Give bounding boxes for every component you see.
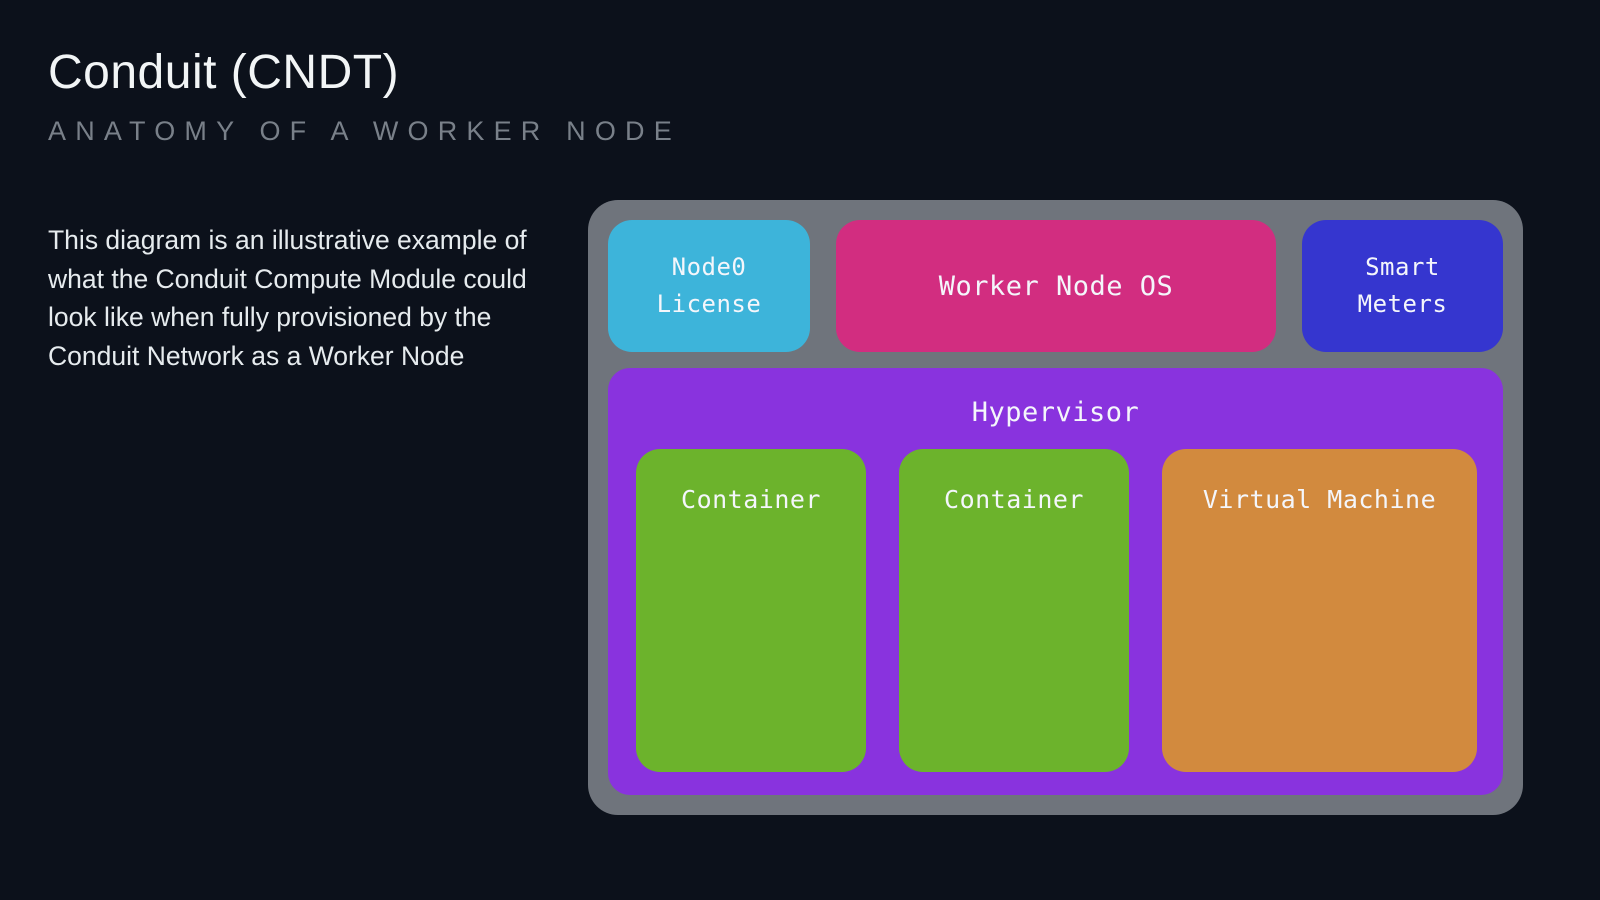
node0-license-box: Node0 License <box>608 220 810 352</box>
page-title: Conduit (CNDT) <box>48 46 400 99</box>
container-box-2: Container <box>899 449 1129 772</box>
virtual-machine-box: Virtual Machine <box>1162 449 1477 772</box>
hypervisor-box: Hypervisor Container Container Virtual M… <box>608 368 1503 795</box>
intro-paragraph: This diagram is an illustrative example … <box>48 225 527 371</box>
container-box-1: Container <box>636 449 866 772</box>
worker-node-os-box: Worker Node OS <box>836 220 1276 352</box>
hypervisor-label: Hypervisor <box>971 397 1140 428</box>
worker-node-frame: Node0 License Worker Node OS Smart Meter… <box>588 200 1523 815</box>
hypervisor-children-row: Container Container Virtual Machine <box>636 449 1477 772</box>
smart-meters-box: Smart Meters <box>1302 220 1503 352</box>
header: Conduit (CNDT) ANATOMY OF A WORKER NODE <box>48 44 681 147</box>
top-row: Node0 License Worker Node OS Smart Meter… <box>608 220 1503 352</box>
page-subtitle: ANATOMY OF A WORKER NODE <box>48 115 681 146</box>
